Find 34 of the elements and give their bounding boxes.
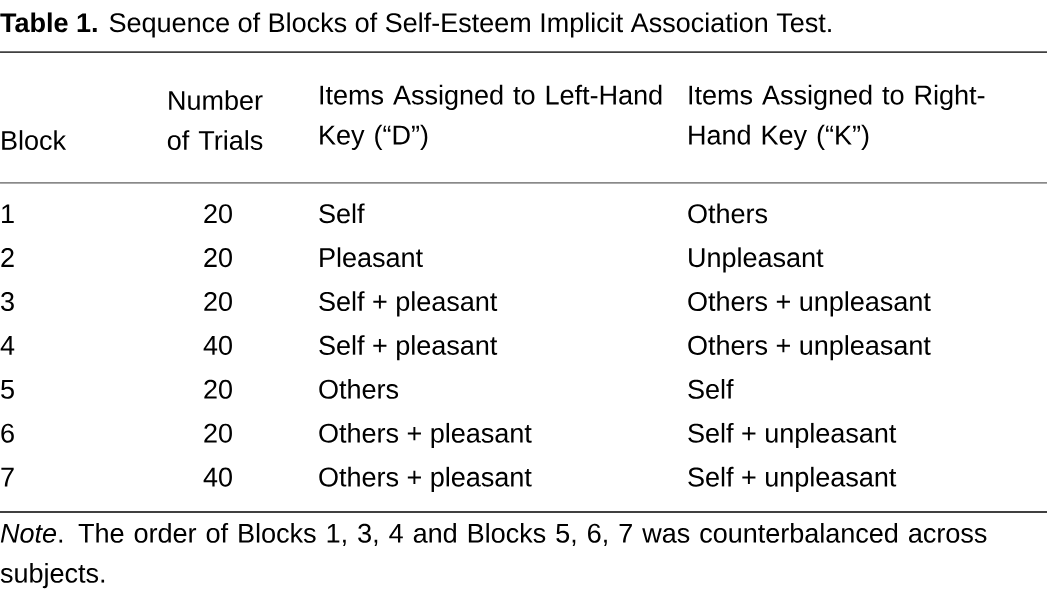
table-note: Note. The order of Blocks 1, 3, 4 and Blocks 5, 6, 7 was counterbalanced across subjects. bbox=[0, 523, 987, 589]
table-cell: Self + pleasant bbox=[319, 291, 498, 317]
table-cell: 5 bbox=[1, 380, 14, 399]
column-header: Items Assigned to Left-Hand Key (“D”) bbox=[320, 84, 662, 150]
table-cell: 3 bbox=[1, 291, 14, 312]
table-cell: 20 bbox=[204, 423, 232, 443]
table-cell: Self + pleasant bbox=[319, 335, 498, 361]
table-cell: 1 bbox=[2, 204, 14, 223]
table-cell: 40 bbox=[203, 335, 232, 355]
table-cell: Self + unpleasant bbox=[688, 422, 897, 449]
column-header: Items Assigned to Right-Hand Key (“K”) bbox=[689, 84, 985, 150]
table-cell: Others bbox=[688, 203, 768, 224]
table-cell: 6 bbox=[1, 423, 14, 443]
table-cell: Others bbox=[319, 379, 399, 399]
table-cell: 20 bbox=[204, 204, 232, 224]
table-cell: 20 bbox=[204, 379, 232, 399]
table-cell: 7 bbox=[1, 467, 14, 487]
column-header: Block bbox=[2, 130, 67, 150]
table-cell: Others + pleasant bbox=[319, 466, 532, 492]
column-header: Number of Trials bbox=[167, 90, 263, 150]
table-cell: Self bbox=[319, 203, 365, 224]
table-title: Table 1. Sequence of Blocks of Self-Esteem Implicit Association Test. bbox=[0, 12, 831, 38]
table-cell: Others + pleasant bbox=[319, 422, 532, 449]
table-cell: Self bbox=[688, 379, 734, 399]
table-cell: 2 bbox=[1, 248, 14, 267]
table-cell: 40 bbox=[203, 467, 232, 487]
table-cell: Others + unpleasant bbox=[688, 291, 931, 317]
table-cell: Unpleasant bbox=[689, 247, 824, 273]
table-cell: Pleasant bbox=[320, 247, 423, 268]
table-cell: 20 bbox=[204, 248, 232, 268]
table-cell: 20 bbox=[204, 291, 232, 312]
table-cell: Others + unpleasant bbox=[688, 335, 931, 361]
table-cell: 4 bbox=[0, 336, 15, 355]
table-cell: Self + unpleasant bbox=[688, 466, 897, 492]
